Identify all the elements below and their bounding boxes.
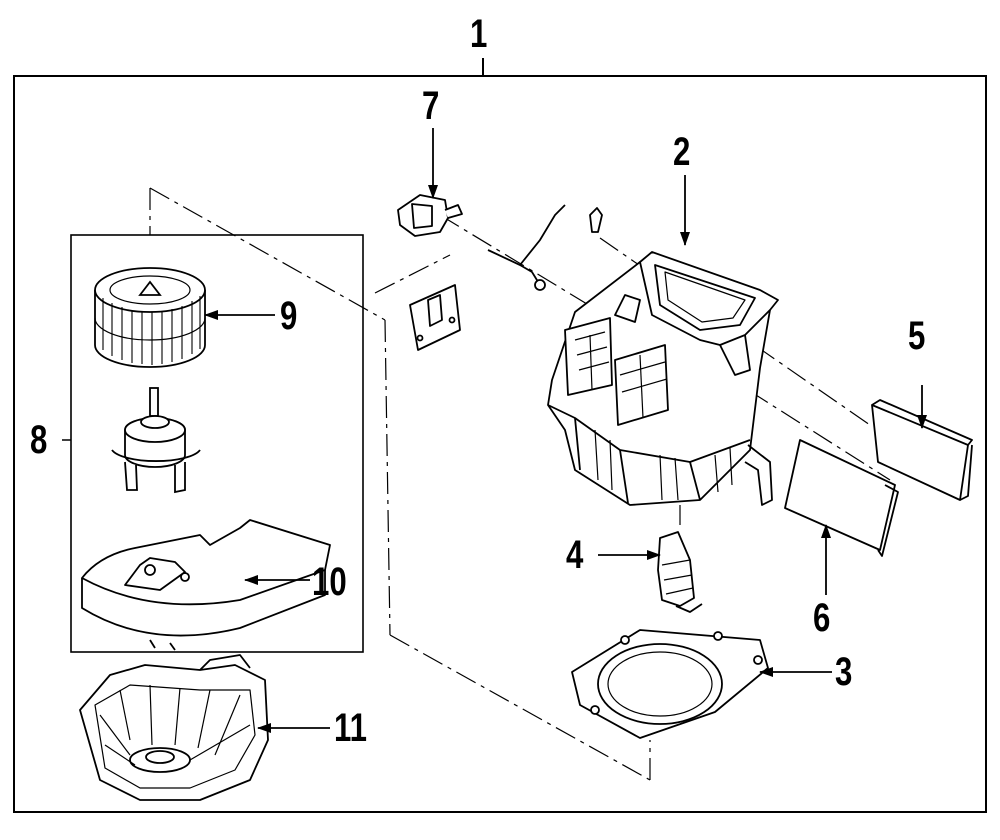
subassembly-frame-8 bbox=[70, 234, 364, 653]
filter-cover-icon bbox=[784, 439, 899, 557]
assembly-frame bbox=[13, 75, 987, 813]
callout-1: 1 bbox=[470, 12, 488, 56]
housing-icon bbox=[547, 207, 779, 506]
callout-6: 6 bbox=[813, 596, 831, 640]
callout-3: 3 bbox=[835, 650, 853, 694]
callout-11: 11 bbox=[334, 706, 367, 750]
callout-2: 2 bbox=[673, 130, 691, 174]
gasket-icon bbox=[571, 629, 769, 739]
callout-5: 5 bbox=[908, 314, 926, 358]
callout-4: 4 bbox=[566, 533, 584, 577]
fan-case-icon bbox=[81, 519, 331, 651]
blower-motor-icon bbox=[111, 387, 201, 494]
callout-8: 8 bbox=[30, 418, 48, 462]
lower-case-icon bbox=[79, 654, 269, 801]
bracket-icon bbox=[409, 284, 461, 351]
blower-wheel-icon bbox=[94, 267, 206, 368]
callout-leaders bbox=[204, 128, 927, 733]
callout-7: 7 bbox=[422, 84, 440, 128]
resistor-icon bbox=[657, 531, 703, 613]
callout-10: 10 bbox=[312, 560, 347, 604]
link-rod-icon bbox=[487, 204, 566, 291]
actuator-icon bbox=[397, 194, 463, 237]
callout-9: 9 bbox=[280, 294, 298, 338]
